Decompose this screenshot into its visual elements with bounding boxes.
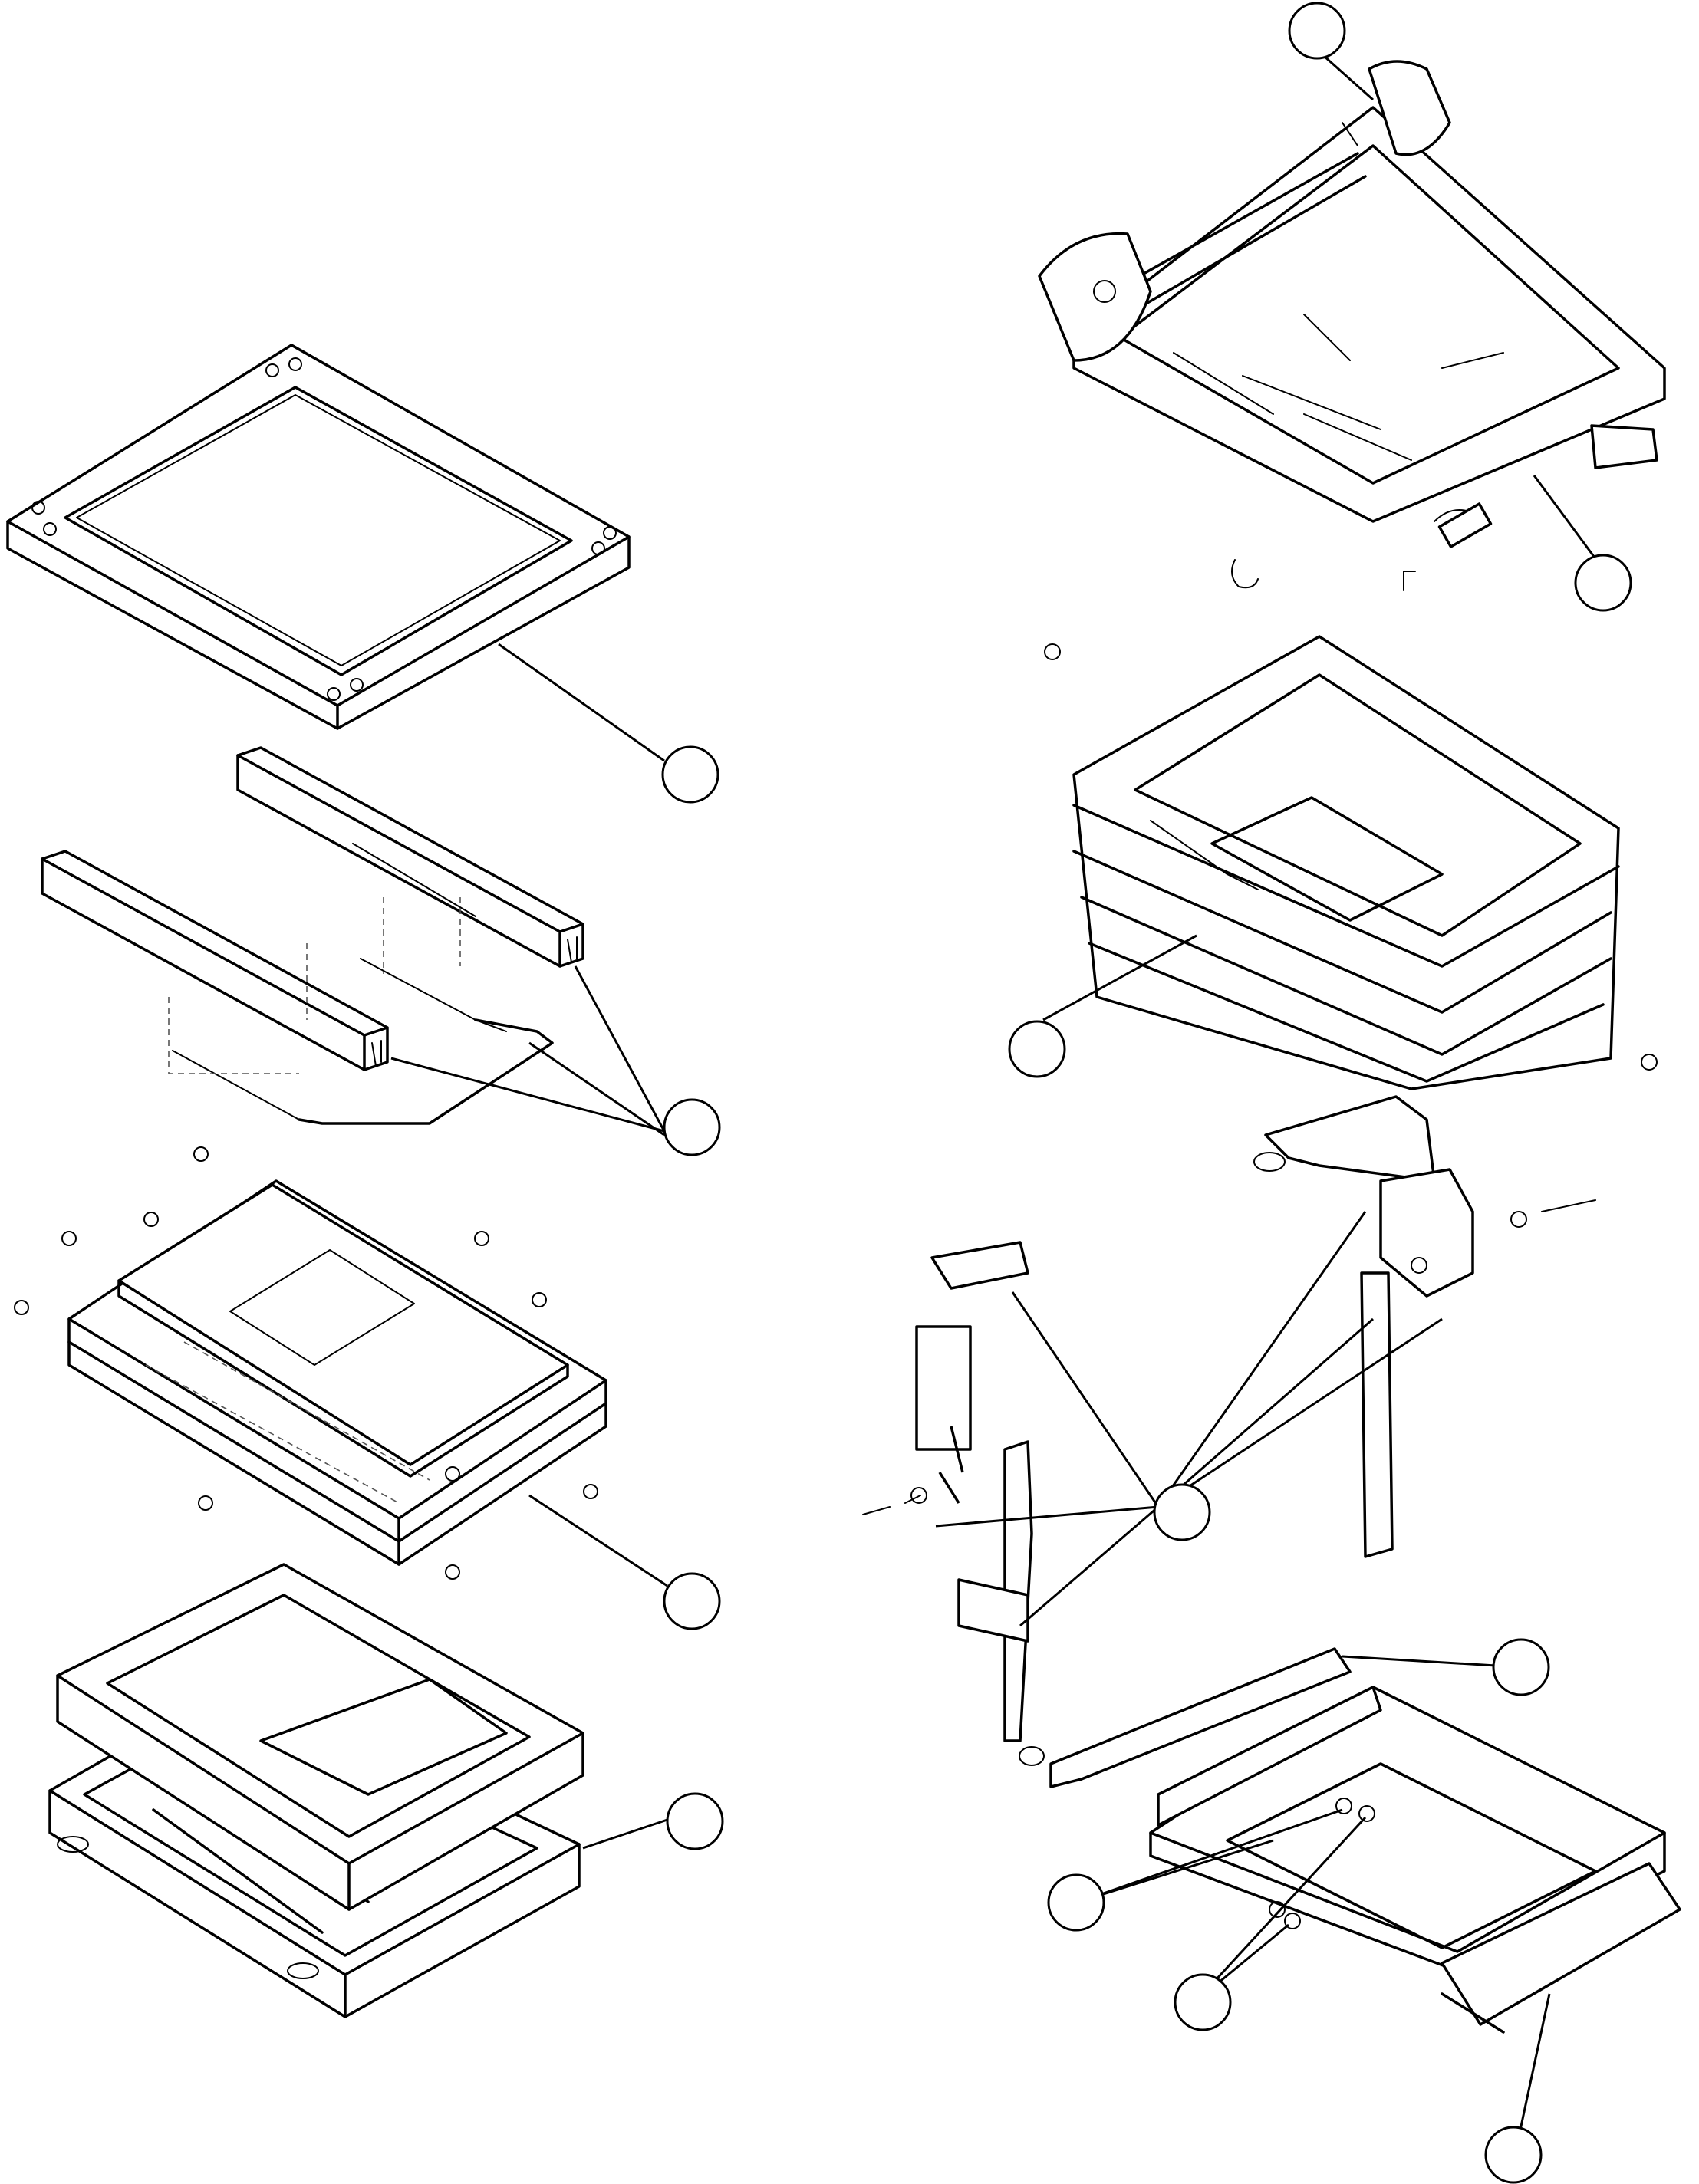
retaining-clips — [1044, 559, 1658, 1071]
callout-bubble — [1153, 1483, 1211, 1541]
callout-bubble — [663, 1572, 721, 1630]
callout-bubble — [1008, 1020, 1066, 1078]
callout-bubble — [1288, 2, 1346, 60]
callout-bubble — [663, 1098, 721, 1156]
suspension-bellows — [1072, 635, 1620, 1090]
callout-bubble — [666, 1792, 724, 1850]
seat-slide-base — [1019, 1647, 1681, 2034]
callout-bubble — [661, 745, 719, 804]
seat-slide-rails — [41, 746, 584, 1125]
seat-belt-assembly — [862, 1095, 1596, 1742]
seat-mounting-frame-plate — [6, 344, 631, 730]
callout-bubble — [1574, 554, 1632, 612]
callout-bubble — [1484, 2126, 1543, 2184]
callout-bubble — [1047, 1873, 1105, 1932]
leader-lines — [390, 48, 1605, 2156]
cushion-screws — [14, 1146, 598, 1580]
seat-frame-assembly — [1038, 60, 1666, 548]
scissor-suspension-base — [48, 1563, 584, 2018]
callout-bubble — [1492, 1638, 1550, 1696]
callout-bubble — [1174, 1973, 1232, 2031]
seat-cushion — [67, 1179, 607, 1566]
